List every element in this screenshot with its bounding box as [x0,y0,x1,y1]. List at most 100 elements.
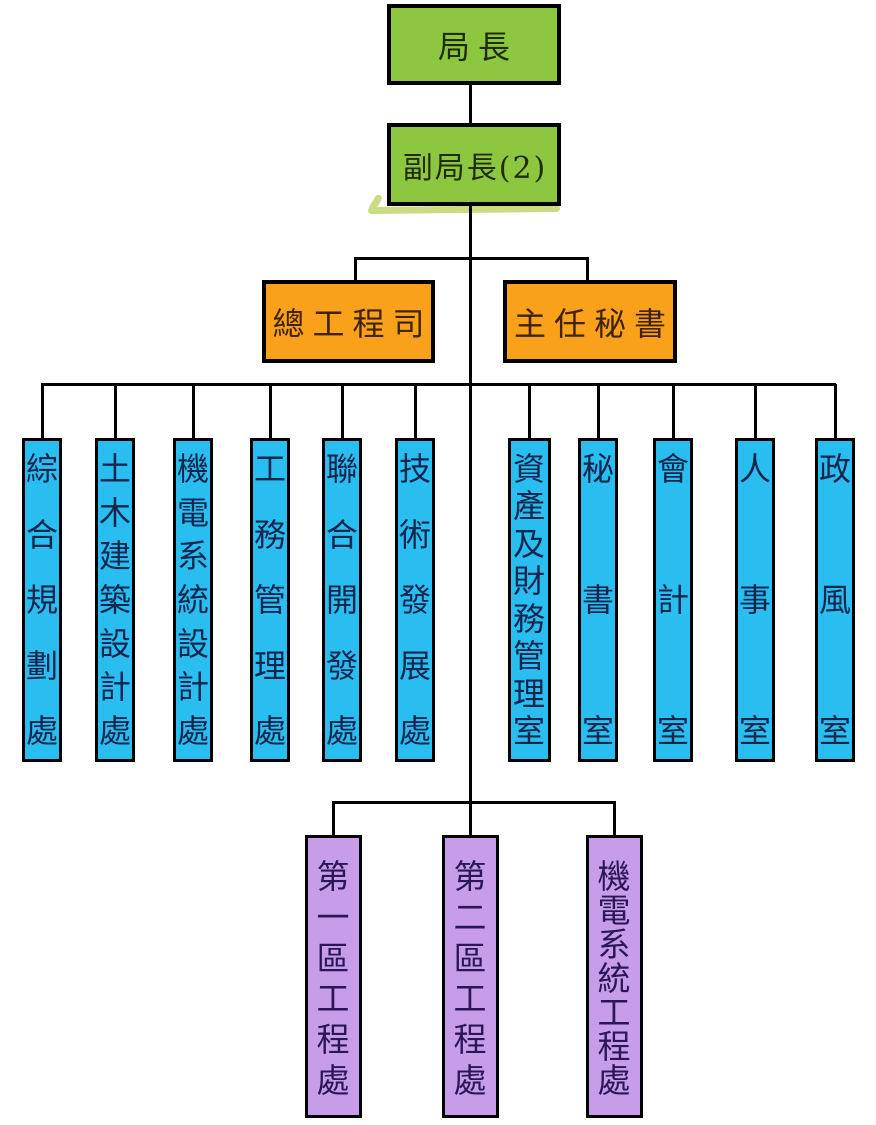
connector-line [332,801,615,804]
department-box-char: 及 [512,524,545,563]
department-box-char: 發 [325,646,358,685]
department-box-char: 綜 [25,450,58,488]
district-office-box-char: 處 [597,1061,631,1100]
connector-line [469,85,472,125]
district-office-box: 第一區工程處 [304,835,362,1118]
district-office-box-char: 電 [597,891,631,930]
chief-secretary-label: 主任秘書 [514,304,675,343]
deputy-director-box: 副局長(2) [387,123,561,206]
department-box: 機電系統設計處 [173,438,213,762]
district-office-box: 第二區工程處 [441,835,499,1118]
district-office-box-char: 程 [597,1027,631,1066]
district-office-box-char: 統 [597,959,631,998]
department-box-char: 管 [253,581,286,619]
district-office-box-char: 二 [453,897,487,937]
department-box: 會計室 [653,438,693,762]
department-box: 秘書室 [578,438,618,762]
connector-line [754,384,757,439]
district-office-box-char: 程 [453,1020,487,1060]
connector-line [269,384,272,439]
department-box-char: 秘 [581,450,614,488]
connector-line [597,384,600,439]
connector-line [834,384,837,439]
department-box-char: 室 [656,712,689,750]
department-box: 綜合規劃處 [22,438,62,762]
department-box-char: 工 [253,450,286,488]
department-box: 政風室 [815,438,855,762]
department-box-char: 管 [512,637,545,676]
connector-line [114,384,117,439]
district-office-box-char: 第 [453,857,487,896]
district-office-box-char: 工 [316,979,350,1019]
director-label: 局長 [437,27,518,66]
connector-line [469,206,472,259]
connector-line [41,384,44,439]
connector-line [528,384,531,439]
department-box-char: 開 [325,581,358,619]
department-box-char: 務 [253,515,286,554]
department-box-char: 術 [398,515,431,554]
district-office-box-char: 程 [316,1020,350,1060]
department-box: 工務管理處 [250,438,290,762]
department-box-char: 事 [738,581,771,619]
department-box-char: 風 [818,581,851,619]
chief-engineer-box: 總工程司 [262,280,435,363]
district-office-box-char: 工 [453,979,487,1019]
department-box: 人事室 [735,438,775,762]
department-box-char: 理 [253,646,286,685]
department-box-char: 聯 [325,450,358,488]
department-box-char: 合 [25,515,58,554]
highlight-stroke [367,204,561,215]
department-box-char: 計 [656,581,689,619]
department-box-char: 土 [98,450,131,488]
department-box-char: 木 [98,493,131,532]
department-box-char: 書 [581,581,614,619]
department-box-char: 室 [738,712,771,750]
department-box-char: 設 [98,624,131,663]
department-box: 技術發展處 [395,438,435,762]
department-box-char: 室 [512,711,545,750]
department-box-char: 務 [512,599,545,638]
connector-line [613,801,616,836]
department-box-char: 規 [25,581,58,619]
chief-secretary-box: 主任秘書 [503,280,677,363]
district-office-box-char: 工 [597,993,631,1032]
connector-line [332,801,335,836]
district-office-box-char: 系 [597,925,631,964]
connector-line [469,801,472,836]
department-box-char: 處 [98,711,131,750]
department-box-char: 產 [512,487,545,526]
connector-line [672,384,675,439]
chief-engineer-label: 總工程司 [272,304,433,343]
connector-line [41,383,836,386]
district-office-box-char: 區 [316,938,350,978]
department-box-char: 系 [176,537,209,576]
district-office-box-char: 一 [316,897,350,937]
department-box: 資產及財務管理室 [507,438,551,762]
connector-line [586,257,589,282]
district-office-box: 機電系統工程處 [585,835,643,1118]
department-box-char: 計 [98,668,131,707]
department-box-char: 計 [176,668,209,707]
department-box-char: 機 [176,450,209,488]
connector-line [192,384,195,439]
department-box-char: 建 [98,537,131,576]
department-box-char: 處 [176,711,209,750]
department-box-char: 合 [325,515,358,554]
connector-line [414,384,417,439]
district-office-box-char: 處 [453,1060,487,1100]
department-box-char: 財 [512,562,545,601]
department-box-char: 統 [176,580,209,619]
connector-line [469,257,472,804]
district-office-box-char: 區 [453,938,487,978]
department-box: 土木建築設計處 [95,438,135,762]
department-box-char: 展 [398,646,431,685]
director-box: 局長 [387,4,561,85]
connector-line [354,257,357,282]
connector-line [341,384,344,439]
department-box-char: 發 [398,581,431,619]
department-box-char: 處 [253,712,286,750]
department-box-char: 政 [818,450,851,488]
district-office-box-char: 第 [316,857,350,896]
deputy-director-label: 副局長(2) [402,150,548,186]
